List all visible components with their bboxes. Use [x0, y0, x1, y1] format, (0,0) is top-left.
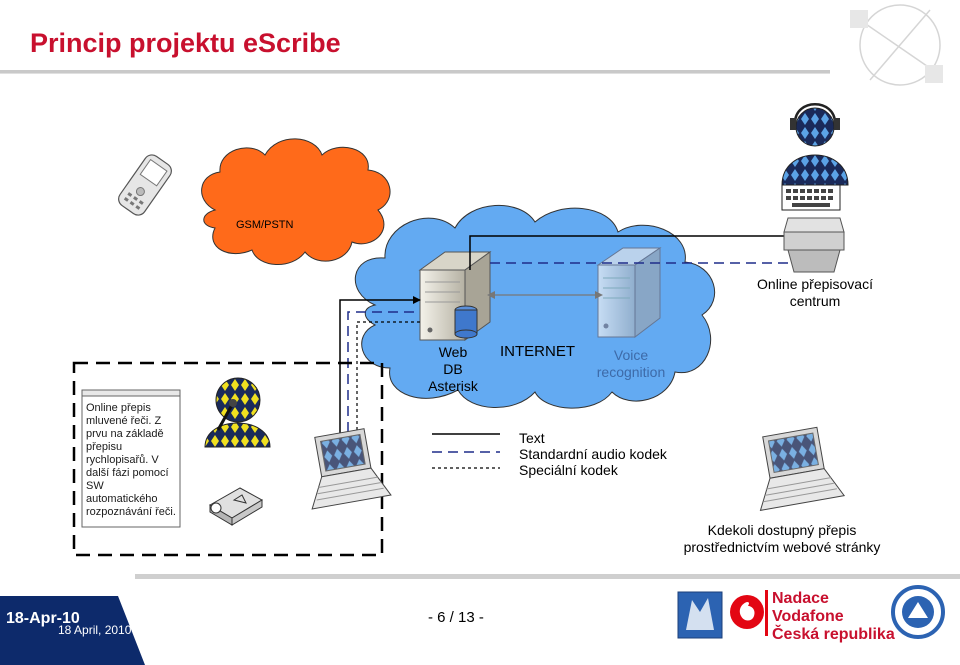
local-area-box [72, 361, 384, 557]
sponsor-name-line: Česká republika [772, 626, 895, 643]
remote-access-label-line: prostřednictvím webové stránky [683, 539, 881, 555]
mobile-phone-icon [118, 154, 172, 216]
local-laptop-icon [311, 428, 392, 510]
audio-connection-laptop [347, 311, 420, 448]
web-server-label-line: DB [443, 361, 463, 377]
footer-date-bar [0, 596, 145, 665]
legend-item-special-codec: Speciální kodek [519, 462, 618, 478]
cvut-logo-icon [677, 591, 723, 639]
remote-laptop-icon [759, 426, 846, 512]
page-number: - 6 / 13 - [428, 609, 484, 626]
web-server-label-line: Asterisk [428, 378, 478, 394]
footer-rule [135, 574, 960, 579]
title-rule [0, 70, 830, 73]
transcription-centre-label: Online přepisovací centrum [740, 276, 890, 310]
legend-lines [432, 433, 500, 469]
gsm-cloud [201, 138, 391, 265]
footer-date: 18-Apr-10 [6, 610, 80, 627]
text-connection-centre [469, 235, 790, 270]
legend-item-standard-codec: Standardní audio kodek [519, 446, 667, 462]
legend: Text Standardní audio kodek Speciální ko… [519, 430, 667, 478]
voice-server-label-line: Voice [613, 347, 649, 363]
slide-title: Princip projektu eScribe [30, 28, 341, 58]
faculty-seal-watermark [850, 4, 943, 86]
web-server-label-line: Web [438, 344, 468, 360]
title-rule-shadow [0, 73, 830, 74]
voice-recognition-server-icon [596, 247, 662, 339]
note-box [81, 392, 181, 528]
connector-lines [339, 235, 790, 448]
internet-cloud-label: INTERNET [500, 343, 575, 360]
projector-icon [209, 487, 264, 526]
web-db-asterisk-server-icon [418, 251, 492, 341]
vodafone-logo-icon [730, 590, 768, 636]
speaker-person-icon [204, 377, 271, 448]
text-connection-laptop [339, 299, 420, 448]
foundation-seal-icon [891, 585, 945, 639]
special-connection-laptop [356, 321, 420, 448]
sponsor-name-line: Vodafone [772, 608, 844, 625]
transcription-centre-server-icon [783, 217, 845, 273]
sponsor-name-line: Nadace [772, 590, 829, 607]
voice-server-label-line: recognition [596, 364, 666, 380]
web-server-label: Web DB Asterisk [418, 344, 488, 395]
remote-access-label: Kdekoli dostupný přepis prostřednictvím … [662, 522, 902, 556]
database-icon [454, 305, 478, 339]
remote-access-label-line: Kdekoli dostupný přepis [707, 522, 857, 538]
voice-server-label: Voice recognition [586, 347, 676, 381]
transcriber-person-icon [781, 103, 849, 186]
legend-item-text: Text [519, 430, 545, 446]
footer-date-full: 18 April, 2010 [58, 623, 132, 637]
transcription-centre-label-line: Online přepisovací [757, 276, 873, 292]
keyboard-icon [781, 184, 841, 211]
sponsor-name: Nadace Vodafone Česká republika [772, 590, 895, 644]
note-text: Online přepis mluvené řeči. Z prvu na zá… [86, 402, 176, 518]
gsm-cloud-label: GSM/PSTN [236, 219, 294, 231]
transcription-centre-label-line: centrum [789, 293, 841, 309]
